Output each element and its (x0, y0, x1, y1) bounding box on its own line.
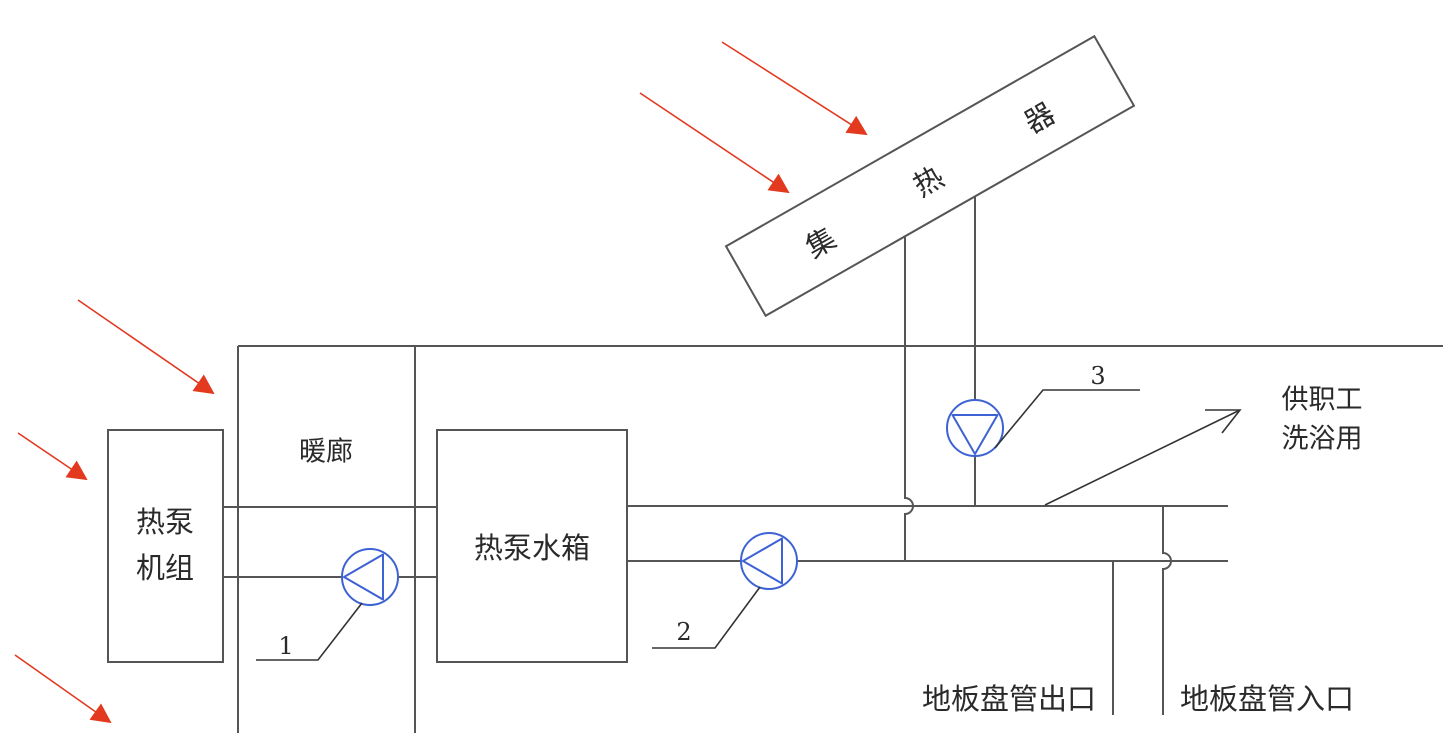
pump-2-number: 2 (676, 618, 691, 646)
pump-2 (740, 532, 798, 590)
solar-collector-panel (724, 34, 1136, 318)
pump-direction-icon (742, 537, 783, 585)
heat-pump-unit-label-line2: 机组 (136, 551, 194, 585)
bath-supply-arrow-shaft (1044, 409, 1241, 506)
warm-corridor-label: 暖廊 (299, 437, 353, 468)
solar-collector: 集 热 器 (724, 34, 1136, 318)
pump-1-leader (256, 602, 363, 661)
pump-icon (341, 548, 399, 606)
floor-coil-inlet-pipe (1162, 506, 1172, 715)
water-tank-box (436, 429, 628, 663)
sunlight-arrow-icon (77, 299, 215, 395)
sunlight-arrow-icon (721, 41, 868, 136)
pump-3 (946, 399, 1004, 457)
pump-2-leader (652, 586, 761, 649)
collector-return-pipe (904, 237, 914, 561)
heat-pump-water-tank: 热泵水箱 (436, 429, 628, 663)
heat-pump-unit-box (107, 429, 224, 663)
floor-coil-outlet-label: 地板盘管出口 (922, 682, 1096, 716)
bath-supply-label-line2: 洗浴用 (1282, 424, 1363, 455)
pump-icon (740, 532, 798, 590)
sunlight-arrows (14, 41, 868, 724)
pump-direction-icon (343, 553, 384, 601)
sunlight-arrow-icon (17, 432, 88, 481)
floor-coil-inlet-label: 地板盘管入口 (1180, 682, 1354, 716)
pump-direction-icon (951, 414, 999, 455)
sunlight-arrow-icon (639, 92, 790, 194)
sunlight-arrow-icon (14, 654, 112, 724)
pump-1-number: 1 (278, 632, 293, 660)
pump-3-number: 3 (1090, 362, 1105, 390)
heat-pump-unit-label-line1: 热泵 (136, 505, 194, 539)
heat-pump-unit: 热泵 机组 (107, 429, 224, 663)
bath-supply-arrowhead-icon (1205, 409, 1242, 434)
pump-3-leader (994, 389, 1140, 449)
water-tank-label: 热泵水箱 (474, 531, 590, 565)
building-outline (237, 345, 1443, 733)
pump-1 (341, 548, 399, 606)
bath-supply-label-line1: 供职工 (1282, 385, 1363, 416)
